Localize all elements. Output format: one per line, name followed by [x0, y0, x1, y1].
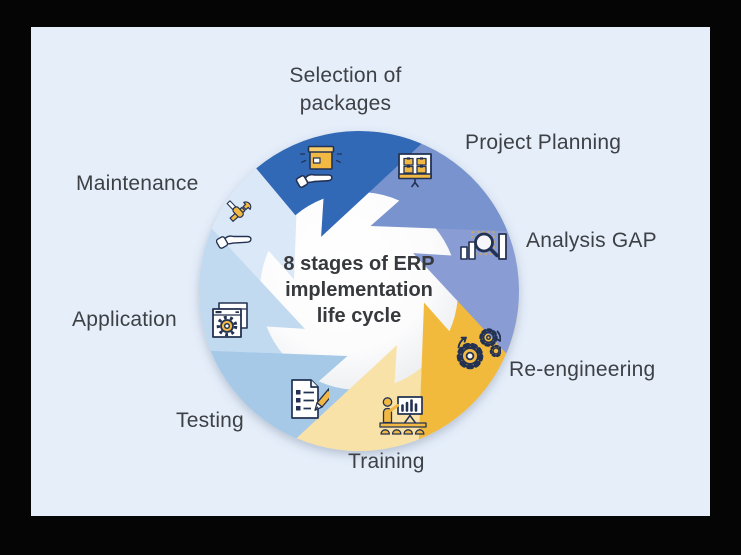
stage-label-application: Application: [72, 308, 177, 331]
stage-label-analysis-gap: Analysis GAP: [526, 229, 657, 252]
planning-board-icon: [392, 150, 438, 196]
stage-label-training: Training: [348, 450, 425, 473]
blade-package-in-hand: [256, 130, 422, 237]
app-window-gear-icon: [207, 299, 251, 343]
package-in-hand-icon: [294, 141, 348, 195]
center-title: 8 stages of ERP implementation life cycl…: [283, 253, 435, 327]
chart-magnifier-icon: [457, 227, 511, 269]
gears-arrows-icon: [455, 325, 501, 371]
stage-label-re-engineering: Re-engineering: [509, 358, 656, 381]
trainer-audience-icon: [377, 392, 429, 438]
tools-hand-icon: [216, 199, 262, 249]
stage-label-selection-of-packages: Selection of packages: [289, 64, 402, 115]
checklist-pencil-icon: [287, 376, 329, 422]
stage-label-project-planning: Project Planning: [465, 131, 622, 154]
stage-label-maintenance: Maintenance: [76, 172, 199, 195]
center-disc: [255, 187, 463, 395]
stage-label-testing: Testing: [176, 409, 244, 432]
